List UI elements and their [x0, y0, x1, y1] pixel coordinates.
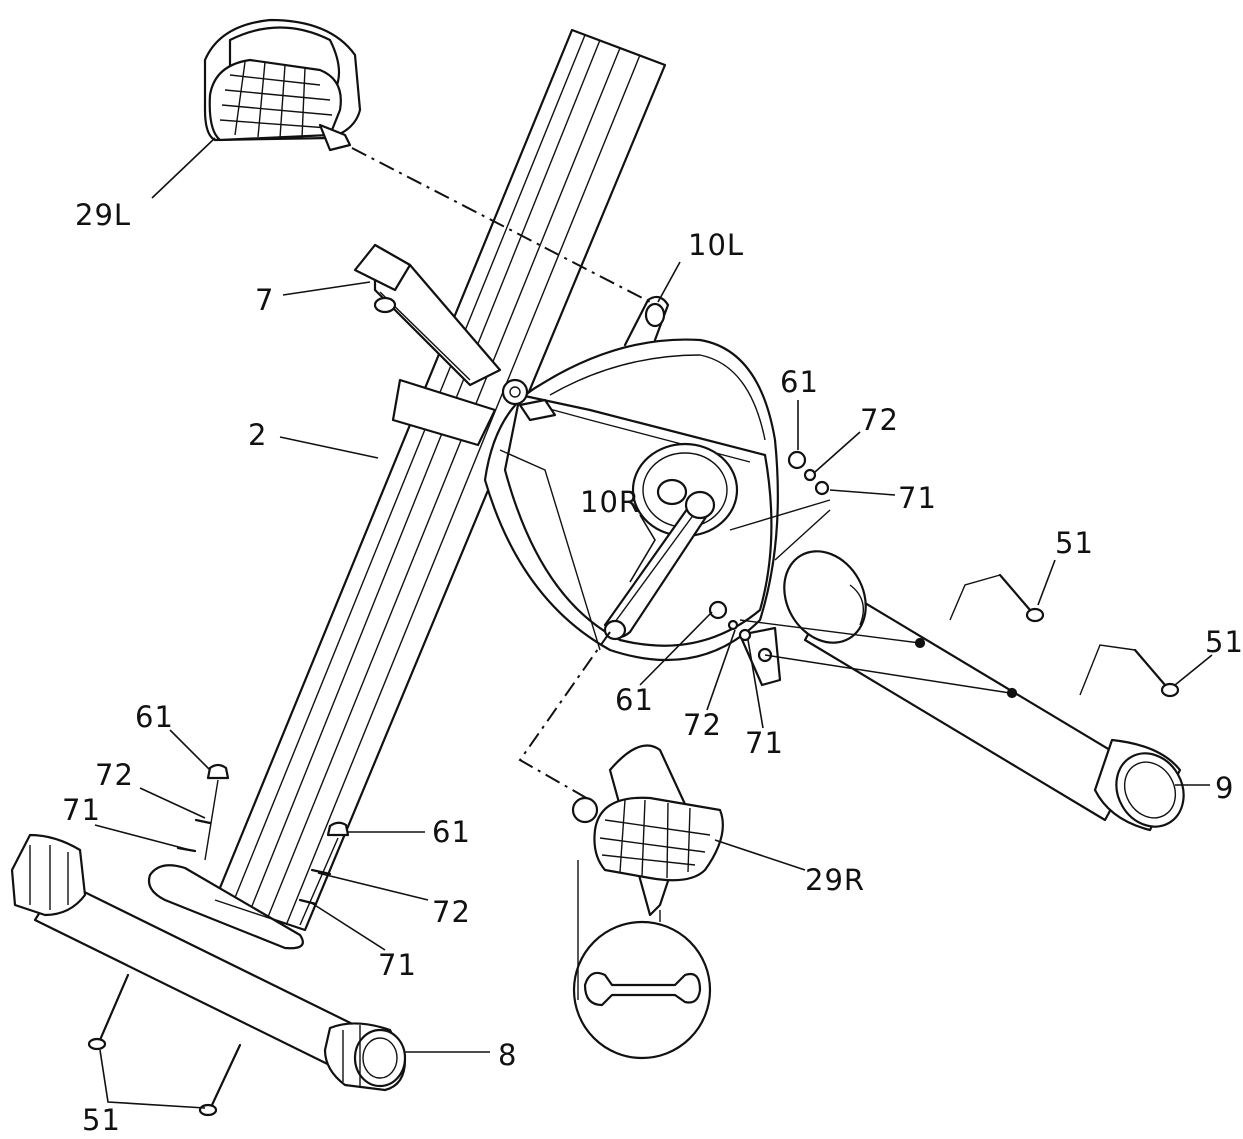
part-labels: 29L 10L 7 2 61 72 71 10R 51 51 61 72 71 …	[62, 198, 1243, 1137]
label-10L: 10L	[688, 228, 744, 262]
front-stabilizer-8	[10, 833, 407, 1092]
flywheel-housing	[483, 295, 831, 687]
label-71-left: 71	[62, 793, 101, 827]
label-61-right: 61	[432, 815, 471, 849]
label-72-mid: 72	[683, 708, 722, 742]
crank-arm-10R	[603, 490, 716, 641]
label-51-rear-a: 51	[1055, 526, 1094, 560]
wrench-icon	[572, 860, 712, 1060]
assembly-lines	[351, 147, 1136, 801]
label-29L: 29L	[75, 198, 131, 232]
label-72-right: 72	[432, 895, 471, 929]
pedal-29L	[203, 18, 362, 152]
label-61-top: 61	[780, 365, 819, 399]
hardware-set-left	[176, 763, 230, 861]
label-51-rear-b: 51	[1205, 625, 1243, 659]
label-29R: 29R	[805, 863, 865, 897]
hardware-set-top	[787, 450, 830, 496]
rear-stabilizer-9	[783, 550, 1185, 832]
bolt-51-rear-b	[1133, 648, 1180, 698]
label-72-top: 72	[860, 403, 899, 437]
bolt-51-front-b	[198, 1043, 242, 1117]
label-72-left: 72	[95, 758, 134, 792]
label-2: 2	[248, 418, 267, 452]
main-frame-2	[147, 28, 667, 950]
label-71-right: 71	[378, 948, 417, 982]
label-9: 9	[1215, 771, 1234, 805]
hardware-set-right	[298, 821, 350, 926]
bolt-51-rear-a	[998, 573, 1045, 623]
pedal-29R	[571, 744, 724, 917]
leader-lines	[94, 137, 1213, 1109]
label-61-left: 61	[135, 700, 174, 734]
label-51-bottom: 51	[82, 1103, 121, 1134]
label-8: 8	[498, 1038, 517, 1072]
label-61-mid: 61	[615, 683, 654, 717]
label-7: 7	[255, 283, 274, 317]
seat-post-7	[353, 243, 502, 387]
label-10R: 10R	[580, 485, 640, 519]
label-71-top: 71	[898, 481, 937, 515]
label-71-mid: 71	[745, 726, 784, 760]
bolt-51-front-a	[87, 973, 130, 1051]
